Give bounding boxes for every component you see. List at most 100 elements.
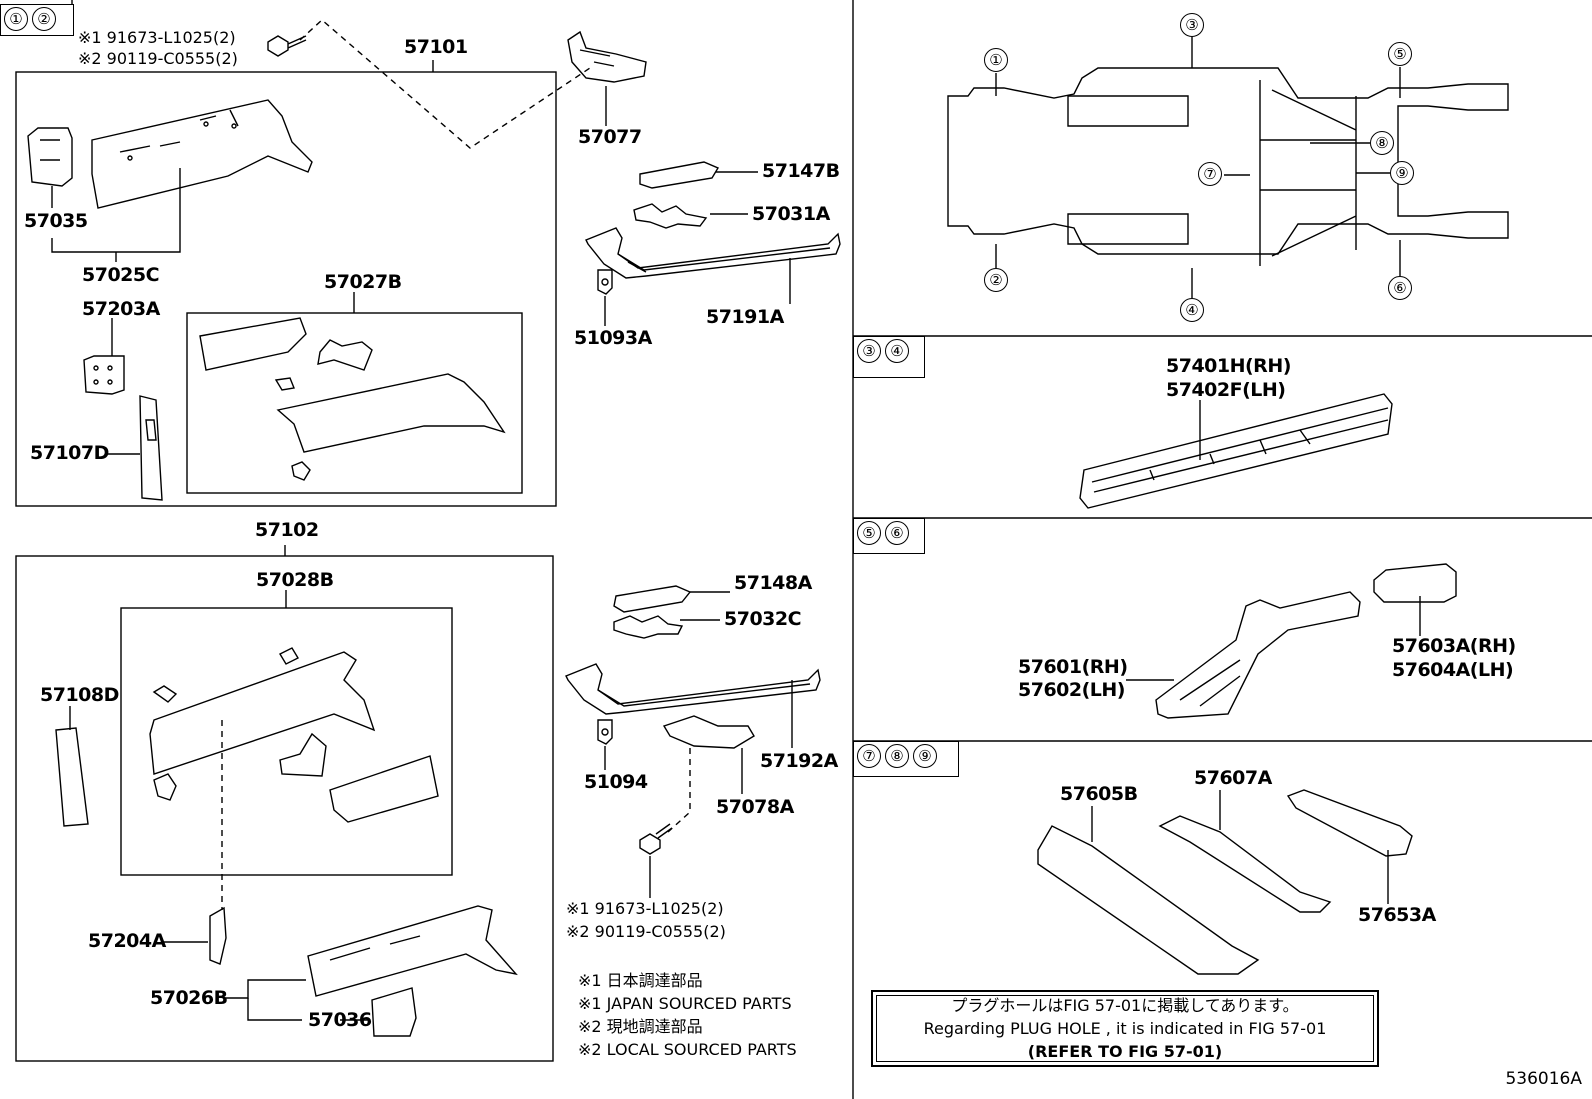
part-57204A [209,906,227,965]
part-57028B-parts [149,647,439,823]
label-57102[interactable]: 57102 [255,519,319,541]
part-57032C [613,615,684,639]
tag-circle-5: ⑤ [857,521,881,545]
part-57147B [639,161,720,189]
part-57027B-parts [199,317,506,481]
group-box-57101 [15,71,557,507]
overview-marker-6: ⑥ [1388,276,1412,300]
part-57192A [565,663,821,715]
label-57605B[interactable]: 57605B [1060,783,1138,805]
part-57108D [55,727,89,827]
overview-marker-5: ⑤ [1388,42,1412,66]
tag-circle-3: ③ [857,339,881,363]
label-51094[interactable]: 51094 [584,771,648,793]
part-57653A [1286,789,1413,857]
label-57653A[interactable]: 57653A [1358,904,1436,926]
part-57025C [91,99,313,209]
group-box-57027B [186,312,523,494]
tag-circle-1: ① [4,7,28,31]
plug-hole-note: プラグホールはFIG 57-01に掲載してあります。 Regarding PLU… [871,990,1379,1067]
part-57031A [633,203,708,229]
label-57032C[interactable]: 57032C [724,608,802,630]
dash-link-57077 [299,19,591,149]
part-57077 [567,30,647,83]
bolt-bottom [639,823,673,855]
part-57191A [585,227,841,279]
label-57026B[interactable]: 57026B [150,987,228,1009]
figure-number: 536016A [1505,1069,1582,1089]
part-57605B [1037,825,1260,975]
dash-link-bolt-bottom [667,748,691,833]
part-57601 [1155,591,1361,719]
label-57607A[interactable]: 57607A [1194,767,1272,789]
plug-note-line2: Regarding PLUG HOLE , it is indicated in… [923,1019,1327,1038]
label-57601[interactable]: 57601(RH) [1018,656,1128,678]
label-57604A[interactable]: 57604A(LH) [1392,659,1514,681]
label-57402F[interactable]: 57402F(LH) [1166,379,1286,401]
tag-circle-8: ⑧ [885,744,909,768]
part-57036 [371,987,417,1037]
part-51094 [597,719,613,745]
label-57191A[interactable]: 57191A [706,306,784,328]
label-57107D[interactable]: 57107D [30,442,109,464]
label-57204A[interactable]: 57204A [88,930,166,952]
tag-circle-7: ⑦ [857,744,881,768]
tag-circle-2: ② [32,7,56,31]
tag-circle-4: ④ [885,339,909,363]
overview-marker-3: ③ [1180,13,1204,37]
label-57101[interactable]: 57101 [404,36,468,58]
tag-circle-6: ⑥ [885,521,909,545]
sourcing-line3: ※2 現地調達部品 [578,1017,703,1036]
part-57078A [662,715,755,749]
label-51093A[interactable]: 51093A [574,327,652,349]
label-57602[interactable]: 57602(LH) [1018,679,1125,701]
bolt-top-line1: ※1 91673-L1025(2) [78,28,236,47]
part-57107D [139,395,163,501]
part-57607A [1158,815,1332,913]
part-57203A [83,355,125,395]
part-51093A [597,269,613,295]
label-57031A[interactable]: 57031A [752,203,830,225]
label-57025C[interactable]: 57025C [82,264,160,286]
label-57036[interactable]: 57036 [308,1009,372,1031]
label-57148A[interactable]: 57148A [734,572,812,594]
part-57401H-rocker [1079,393,1393,509]
bolt-bottom-line1: ※1 91673-L1025(2) [566,899,724,918]
bolt-bottom-line2: ※2 90119-C0555(2) [566,922,726,941]
label-57603A[interactable]: 57603A(RH) [1392,635,1516,657]
overview-marker-9: ⑨ [1390,161,1414,185]
label-57192A[interactable]: 57192A [760,750,838,772]
part-57035 [27,127,73,187]
label-57035[interactable]: 57035 [24,210,88,232]
leader-57026B [224,979,306,999]
plug-note-line1: プラグホールはFIG 57-01に掲載してあります。 [951,996,1299,1015]
sourcing-line4: ※2 LOCAL SOURCED PARTS [578,1040,797,1059]
part-57148A [613,585,692,613]
group-box-57102 [15,555,554,1062]
overview-marker-1: ① [984,48,1008,72]
overview-marker-4: ④ [1180,298,1204,322]
label-57401H[interactable]: 57401H(RH) [1166,355,1291,377]
label-57077[interactable]: 57077 [578,126,642,148]
overview-marker-8: ⑧ [1370,131,1394,155]
plug-note-line3: (REFER TO FIG 57-01) [1027,1042,1223,1061]
overview-marker-2: ② [984,268,1008,292]
part-57026B [307,905,518,997]
bolt-top-line2: ※2 90119-C0555(2) [78,49,238,68]
label-57078A[interactable]: 57078A [716,796,794,818]
sourcing-line2: ※1 JAPAN SOURCED PARTS [578,994,792,1013]
leader-57036 [247,998,302,1021]
label-57028B[interactable]: 57028B [256,569,334,591]
label-57027B[interactable]: 57027B [324,271,402,293]
label-57203A[interactable]: 57203A [82,298,160,320]
label-57108D[interactable]: 57108D [40,684,119,706]
part-57603A [1373,563,1457,603]
group-box-57028B [120,607,453,876]
tag-circle-9: ⑨ [913,744,937,768]
label-57147B[interactable]: 57147B [762,160,840,182]
